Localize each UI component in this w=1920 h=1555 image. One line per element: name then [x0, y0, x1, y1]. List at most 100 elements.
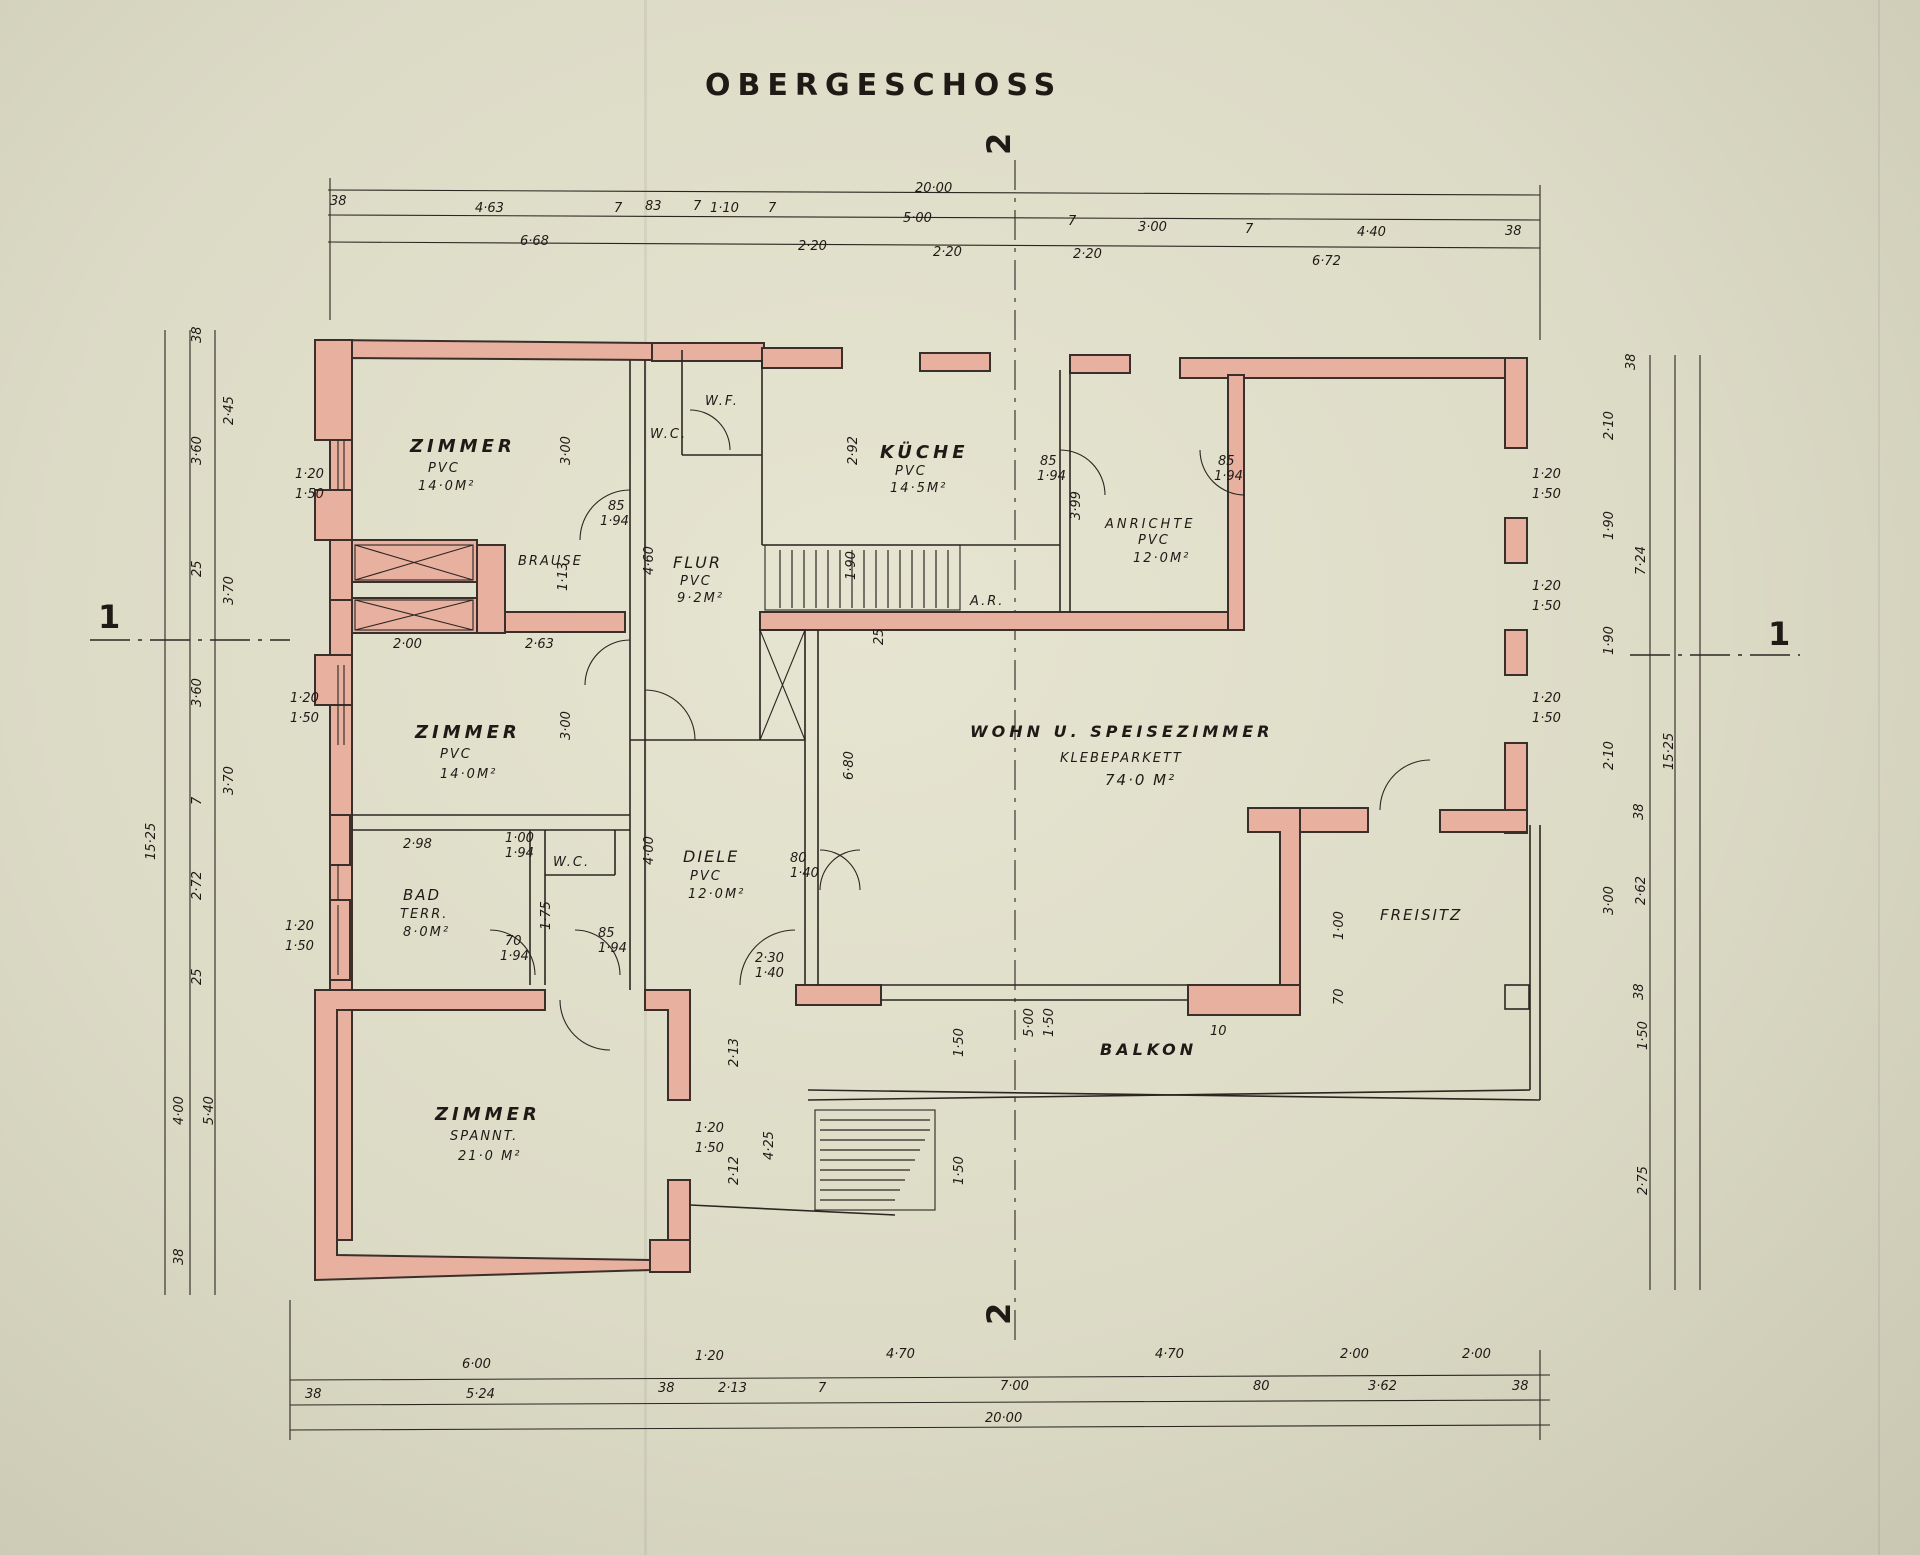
svg-text:1·50: 1·50: [1042, 1008, 1057, 1037]
svg-text:3·99: 3·99: [1069, 491, 1084, 520]
room-zimmer-2-name: ZIMMER: [414, 722, 521, 743]
svg-text:3·00: 3·00: [1602, 886, 1617, 915]
svg-text:1·94: 1·94: [600, 514, 629, 529]
svg-text:1·10: 1·10: [710, 201, 739, 216]
room-zimmer-3-floor: SPANNT.: [450, 1129, 518, 1144]
svg-text:2·00: 2·00: [1340, 1347, 1369, 1362]
svg-text:1·20: 1·20: [695, 1121, 724, 1136]
room-flur-area: 9·2M²: [677, 591, 724, 606]
svg-text:4·63: 4·63: [475, 201, 504, 216]
svg-text:2·45: 2·45: [222, 396, 237, 425]
svg-text:25: 25: [872, 628, 887, 645]
section-line-2: 2 2: [980, 133, 1018, 1340]
svg-text:1·90: 1·90: [844, 551, 859, 580]
svg-text:5·00: 5·00: [1022, 1008, 1037, 1037]
built-in-cabinets: [354, 544, 1530, 1010]
room-anrichte: ANRICHTE PVC 12·0M²: [1104, 517, 1196, 566]
room-zimmer-2: ZIMMER PVC 14·0M²: [414, 722, 521, 782]
svg-text:85: 85: [1040, 454, 1057, 469]
svg-text:1·90: 1·90: [1602, 626, 1617, 655]
room-kueche-name: KÜCHE: [880, 441, 969, 463]
svg-text:4·40: 4·40: [1357, 225, 1386, 240]
svg-text:3·62: 3·62: [1368, 1379, 1397, 1394]
room-kueche-area: 14·5M²: [890, 481, 947, 496]
svg-text:2·20: 2·20: [798, 239, 827, 254]
label-wc-2: W.C.: [553, 855, 590, 870]
svg-text:1·50: 1·50: [1532, 599, 1561, 614]
room-diele-name: DIELE: [683, 847, 739, 866]
svg-text:7: 7: [190, 796, 205, 805]
svg-text:20·00: 20·00: [985, 1411, 1022, 1426]
svg-text:1·94: 1·94: [598, 941, 627, 956]
door-swings: [489, 409, 1431, 1051]
svg-text:38: 38: [1505, 224, 1522, 239]
svg-text:6·00: 6·00: [462, 1357, 491, 1372]
svg-text:38: 38: [658, 1381, 675, 1396]
svg-text:1·40: 1·40: [755, 966, 784, 981]
svg-text:7: 7: [818, 1381, 827, 1396]
room-anrichte-name: ANRICHTE: [1104, 517, 1196, 532]
misc-dims: 3·00 3·00 2·92 3·99 1·90 4·60 1·13 2·00 …: [393, 436, 1347, 1185]
dims-right: 15·25 38 2·10 1·90 1·90 2·10 38 3·00 38 …: [1602, 353, 1677, 1195]
label-brause: BRAUSE: [518, 554, 583, 569]
svg-text:1·94: 1·94: [1214, 469, 1243, 484]
label-wf: W.F.: [705, 394, 739, 409]
svg-text:2·98: 2·98: [403, 837, 432, 852]
room-zimmer-2-floor: PVC: [440, 747, 472, 762]
svg-text:3·70: 3·70: [222, 766, 237, 795]
svg-text:7: 7: [768, 201, 777, 216]
svg-text:6·72: 6·72: [1312, 254, 1341, 269]
svg-text:1·20: 1·20: [1532, 467, 1561, 482]
svg-text:2·20: 2·20: [1073, 247, 1102, 262]
svg-text:83: 83: [645, 199, 662, 214]
svg-text:3·60: 3·60: [190, 678, 205, 707]
door-labels: 85 1·94 85 1·94 85 1·94 1·00 1·94 2·30 1…: [500, 454, 1243, 981]
svg-text:3·00: 3·00: [559, 436, 574, 465]
svg-text:7: 7: [1068, 214, 1077, 229]
room-zimmer-3-area: 21·0 M²: [458, 1149, 522, 1164]
svg-text:20·00: 20·00: [915, 181, 952, 196]
svg-text:1·75: 1·75: [539, 901, 554, 930]
svg-text:2·30: 2·30: [755, 951, 784, 966]
svg-text:2·10: 2·10: [1602, 741, 1617, 770]
label-balkon: BALKON: [1100, 1040, 1197, 1059]
paper-fold-right: [1878, 0, 1880, 1555]
svg-text:15·25: 15·25: [144, 823, 159, 860]
svg-text:10: 10: [1210, 1024, 1227, 1039]
svg-text:7: 7: [614, 201, 623, 216]
svg-text:1·50: 1·50: [952, 1028, 967, 1057]
room-anrichte-floor: PVC: [1138, 533, 1170, 548]
svg-text:1·20: 1·20: [1532, 691, 1561, 706]
svg-text:5·00: 5·00: [903, 211, 932, 226]
svg-text:70: 70: [1332, 988, 1347, 1005]
room-kueche: KÜCHE PVC 14·5M²: [880, 441, 969, 496]
svg-text:3·00: 3·00: [559, 711, 574, 740]
svg-text:2·13: 2·13: [727, 1038, 742, 1067]
room-wohn-area: 74·0 M²: [1105, 771, 1176, 789]
svg-text:38: 38: [305, 1387, 322, 1402]
svg-text:1·00: 1·00: [505, 831, 534, 846]
svg-text:1·94: 1·94: [1037, 469, 1066, 484]
room-zimmer-1: ZIMMER PVC 14·0M²: [409, 436, 512, 494]
room-flur: FLUR PVC 9·2M²: [673, 553, 724, 606]
section-marker-bottom: 2: [980, 1303, 1018, 1325]
svg-text:3·70: 3·70: [222, 576, 237, 605]
section-marker-top: 2: [980, 133, 1018, 155]
room-bad-floor: TERR.: [400, 907, 448, 922]
svg-text:6·68: 6·68: [520, 234, 549, 249]
svg-text:80: 80: [790, 851, 807, 866]
interior-lines: [337, 350, 1541, 1216]
svg-text:38: 38: [1512, 1379, 1529, 1394]
svg-text:1·90: 1·90: [1602, 511, 1617, 540]
room-bad: BAD TERR. 8·0M²: [400, 886, 448, 940]
room-zimmer-2-area: 14·0M²: [440, 767, 497, 782]
svg-text:3·00: 3·00: [1138, 220, 1167, 235]
svg-text:70: 70: [505, 934, 522, 949]
svg-text:25: 25: [190, 968, 205, 985]
svg-text:1·20: 1·20: [1532, 579, 1561, 594]
svg-text:1·50: 1·50: [695, 1141, 724, 1156]
svg-text:1·50: 1·50: [1636, 1021, 1651, 1050]
room-bad-name: BAD: [403, 886, 441, 904]
svg-text:7: 7: [1245, 222, 1254, 237]
